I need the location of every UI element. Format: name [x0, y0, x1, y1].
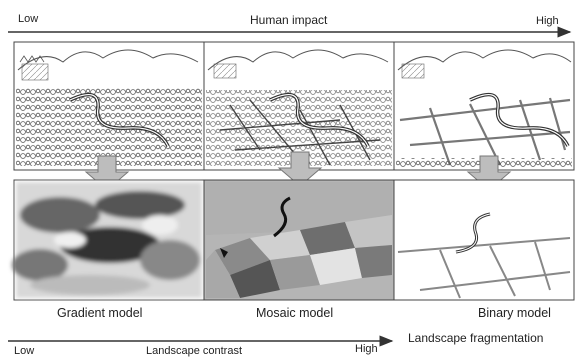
down-arrow-mosaic: [277, 151, 323, 187]
landscape-fragmentation-label: Landscape fragmentation: [408, 331, 544, 345]
sketch-high-impact: [393, 41, 575, 171]
top-axis-title: Human impact: [250, 13, 328, 27]
binary-model-panel: [393, 179, 575, 301]
gradient-model-panel: [12, 179, 205, 301]
bottom-axis-low-label: Low: [14, 345, 35, 357]
bottom-axis-high-label: High: [355, 343, 378, 355]
bottom-axis-title: Landscape contrast: [146, 345, 243, 357]
sketch-low-impact: [13, 41, 205, 171]
mosaic-model-caption: Mosaic model: [256, 306, 334, 320]
sketch-medium-impact: [203, 41, 395, 171]
top-axis-high-label: High: [536, 15, 559, 27]
top-axis-low-label: Low: [18, 13, 39, 25]
mosaic-model-panel: [203, 179, 395, 301]
binary-model-caption: Binary model: [478, 306, 551, 320]
gradient-model-caption: Gradient model: [57, 306, 143, 320]
